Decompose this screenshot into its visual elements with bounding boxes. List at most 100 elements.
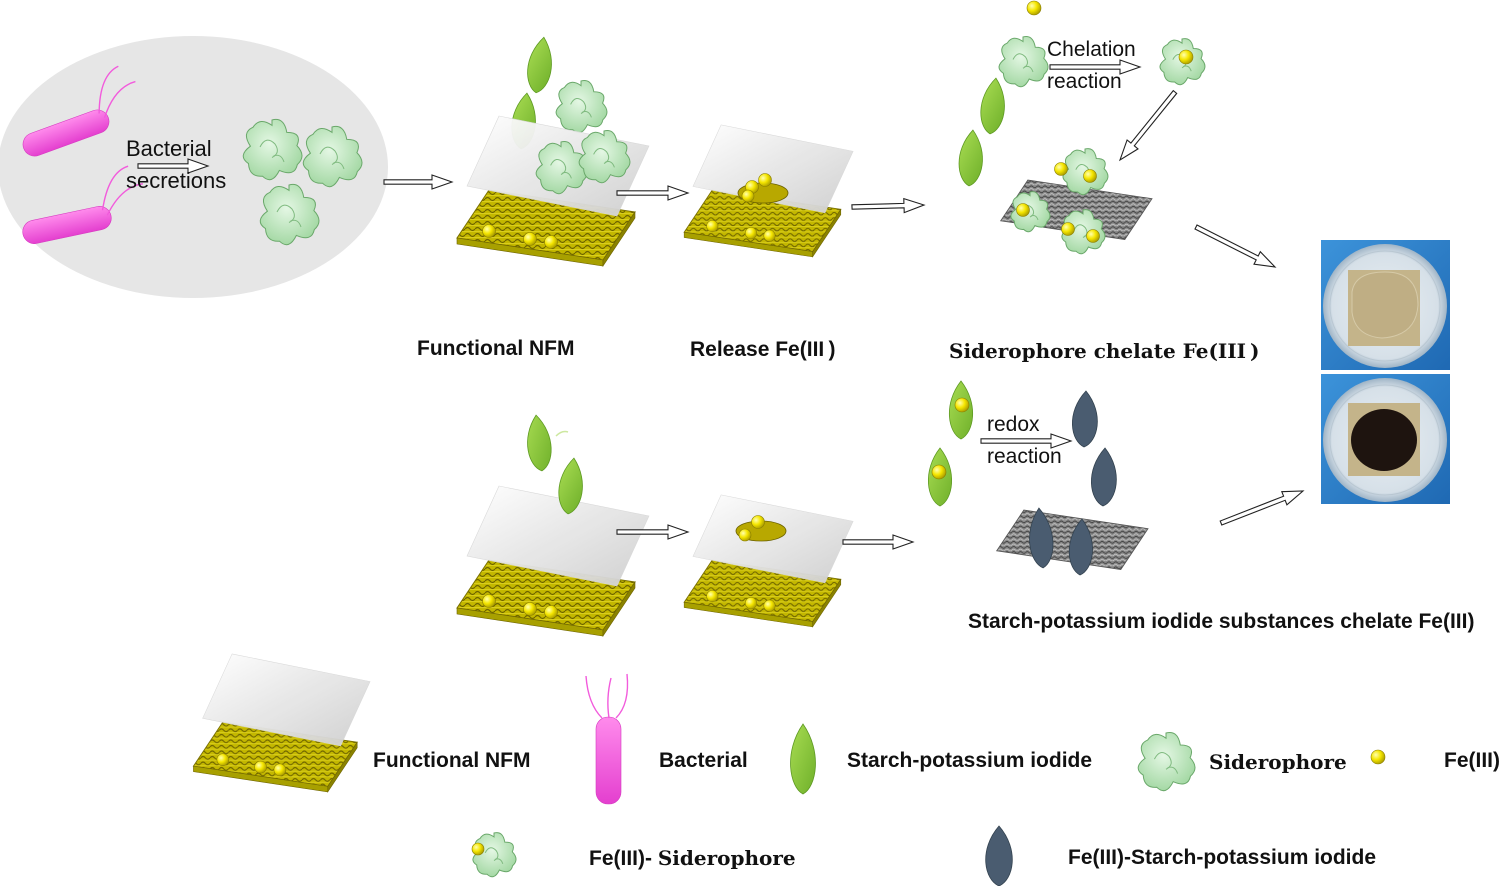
nfm-sheet [202,653,371,747]
gel-spot-dark [1351,409,1417,471]
nfm-base-edge [602,211,636,267]
redox-reaction-label-line1: redox [987,413,1040,436]
process-arrow [851,197,926,214]
siderophore-fold [273,154,285,163]
process-arrow [1194,224,1277,268]
bacterial-secretions-label-line1: Bacterial [126,136,212,161]
fe3-ball [544,235,558,249]
nfm-base-edge [812,208,842,258]
fe3-ball [751,515,765,529]
fe3-ball [273,763,287,777]
leaf-shape [558,457,583,515]
legend [192,653,1386,886]
functional-nfm [683,494,854,628]
chelation-return-arrow [1118,89,1178,162]
drop-shape [1072,390,1098,448]
nfm-base-edge [327,741,358,793]
legend-fe3-siderophore-suffix: Siderophore [657,846,796,870]
leaf-shape [958,129,983,187]
drop-shape [1091,447,1117,507]
bacterium [22,165,143,244]
siderophore [259,183,320,246]
legend-fe3-label: Fe(III) [1444,749,1500,772]
siderophore-fold [1012,53,1028,69]
starch-ki-leaf [958,129,983,187]
siderophore [302,125,363,188]
siderophore-fold [1024,65,1034,73]
siderophore-fold [605,161,615,168]
bacterium-flagellum [585,675,603,719]
nfm-sheet [692,124,854,214]
gel-droplet-light [1351,271,1419,339]
release-fe-caption: Release Fe(III ) [690,338,836,361]
legend-siderophore-icon [1137,731,1196,792]
fe3-ball [1054,162,1068,176]
drop-shape [1029,507,1054,569]
legend-starch-ki-label: Starch-potassium iodide [847,749,1093,772]
siderophore-body [472,832,517,878]
fe3-ball [482,594,496,608]
fe3-ball [954,397,970,413]
fe3-ball [523,232,537,246]
leaf-shape [790,723,816,795]
functional-nfm [192,653,371,793]
siderophore-fold [570,98,587,114]
fe3-ball [738,528,752,542]
fe3-ball [706,590,719,603]
bacterium-flagellum [98,65,119,114]
legend-functional-nfm-label: Functional NFM [373,749,531,772]
siderophore-body [302,125,363,188]
drop-shape [985,825,1013,886]
redox-arrow [980,433,1073,449]
fe3-ball [745,597,758,610]
bacterium-flagellum [607,677,612,719]
fe3-starch-ki-drop [985,825,1013,886]
starch-ki-leaf [527,36,552,94]
siderophore-fold [1153,752,1172,770]
legend-siderophore-label: Siderophore [1209,750,1347,774]
redox-reaction-label-line2: reaction [987,445,1062,468]
fe3-ball [544,605,558,619]
legend-fe3-siderophore-label: Fe(III)- Siderophore [589,846,796,871]
functional-nfm-caption: Functional NFM [417,337,575,360]
fe3-starch-ki-drop [1029,507,1054,569]
diagram-shapes [0,0,1450,886]
siderophore-fold [319,146,338,165]
fe3-ball [482,224,496,238]
starch-ki-leaf [980,77,1005,135]
secretion-arrow [137,158,210,174]
leaf-shape [527,36,552,94]
siderophore-fold [582,111,592,118]
fe3-ball [523,602,537,616]
drop-shape [1068,518,1093,576]
petri-dish-rim [1329,250,1441,362]
siderophore-body [1137,731,1196,792]
starch-ki-leaf [790,723,816,795]
fe3-ball [741,189,755,203]
fe3-ball [1086,229,1100,243]
bacterium-body [22,109,110,157]
process-arrows [137,59,1305,550]
bacterium-flagellum [103,80,136,118]
legend-fe3-siderophore-prefix: Fe(III)- [589,847,658,870]
siderophore-fold [1073,224,1088,238]
bacterium-flagellum [106,183,143,216]
siderophore-fold [1182,65,1192,72]
leaf-sprout [555,430,569,437]
siderophore-fold [1167,766,1179,774]
siderophore-body [1061,209,1106,255]
result-photographs [1321,240,1450,504]
leaf-shape [527,414,552,472]
siderophore-body [555,80,608,134]
fe3-ball [1370,749,1386,765]
siderophore-fold [290,219,302,228]
fe3-ball [931,464,947,480]
siderophore [555,80,608,134]
bacterium-flagellum [615,673,629,719]
siderophore-fold [484,847,499,861]
legend-bacterial-label: Bacterial [659,749,748,772]
siderophore [578,130,631,184]
fe3-ball [763,229,776,242]
siderophore-body [1010,191,1051,233]
